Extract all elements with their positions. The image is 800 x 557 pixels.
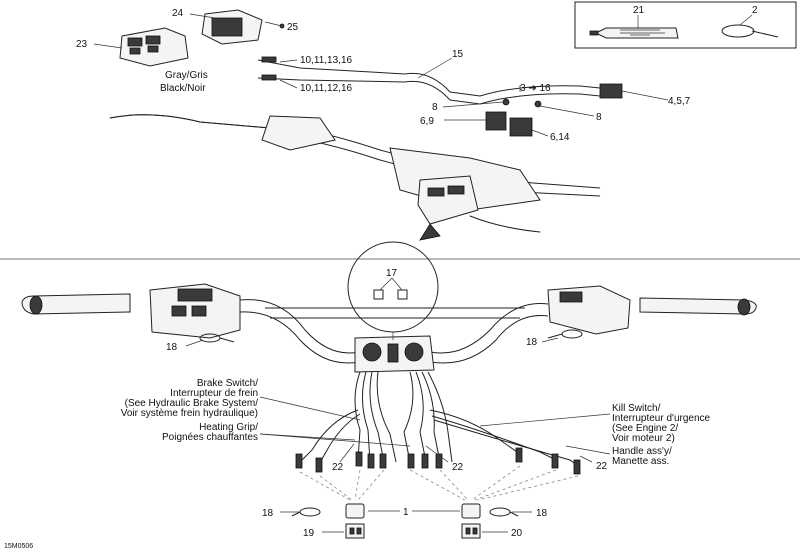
wire-label-black: Black/Noir [160, 83, 206, 94]
callout-22b: 22 [452, 462, 464, 473]
callout-18b: 18 [526, 337, 538, 348]
handle-assy-line1: Handle ass'y/ [612, 446, 672, 457]
callout-1: 1 [403, 507, 409, 518]
kill-switch-line2: Interrupteur d'urgence [612, 413, 711, 424]
callout-17: 17 [386, 268, 398, 279]
callout-24: 24 [172, 8, 184, 19]
clamp-part [721, 24, 779, 38]
callout-8b: 8 [596, 112, 602, 123]
riser-clamps [485, 98, 542, 137]
callout-6-9: 6,9 [420, 116, 434, 127]
callout-4-5-7: 4,5,7 [668, 96, 691, 107]
callout-20: 20 [511, 528, 523, 539]
callout-2: 2 [752, 5, 758, 16]
callout-18d: 18 [536, 508, 548, 519]
callout-21: 21 [633, 5, 645, 16]
handle-assy-line2: Manette ass. [612, 456, 669, 467]
figure-code: 15M0506 [4, 543, 33, 550]
inset-box [574, 1, 797, 49]
callout-3-16: 3 ➔ 16 [520, 83, 551, 94]
callout-15: 15 [452, 49, 464, 60]
callout-8a: 8 [432, 102, 438, 113]
switch-housing-exploded [119, 9, 263, 67]
lower-handlebar [21, 283, 757, 373]
callout-22a: 22 [332, 462, 344, 473]
tube-part [589, 27, 679, 39]
callout-22c: 22 [596, 461, 608, 472]
handlebar-15 [404, 72, 601, 97]
handlebar-perspective [109, 114, 601, 241]
throttle-end [599, 83, 623, 99]
brake-switch-line4: Voir système frein hydraulique) [121, 408, 258, 419]
heating-grip-line1: Heating Grip/ [199, 422, 258, 433]
brake-switch-line1: Brake Switch/ [197, 378, 258, 389]
kill-switch-line3: (See Engine 2/ [612, 423, 678, 434]
callout-6-14: 6,14 [550, 132, 570, 143]
callout-25: 25 [287, 22, 299, 33]
kill-switch-line4: Voir moteur 2) [612, 433, 675, 444]
brake-switch-line3: (See Hydraulic Brake System/ [125, 398, 259, 409]
callout-18c: 18 [262, 508, 274, 519]
heating-grip-line2: Poignées chauffantes [162, 432, 258, 443]
brake-switch-line2: Interrupteur de frein [170, 388, 258, 399]
wire-label-gray: Gray/Gris [165, 70, 208, 81]
callout-23: 23 [76, 39, 88, 50]
kill-switch-line1: Kill Switch/ [612, 403, 661, 414]
callout-19: 19 [303, 528, 315, 539]
bottom-parts [291, 503, 519, 539]
callout-10-11-12-16: 10,11,12,16 [300, 83, 353, 94]
callout-10-11-13-16: 10,11,13,16 [300, 55, 353, 66]
callout-18a: 18 [166, 342, 178, 353]
wire-gray [257, 59, 406, 75]
wire-harness [295, 371, 581, 501]
